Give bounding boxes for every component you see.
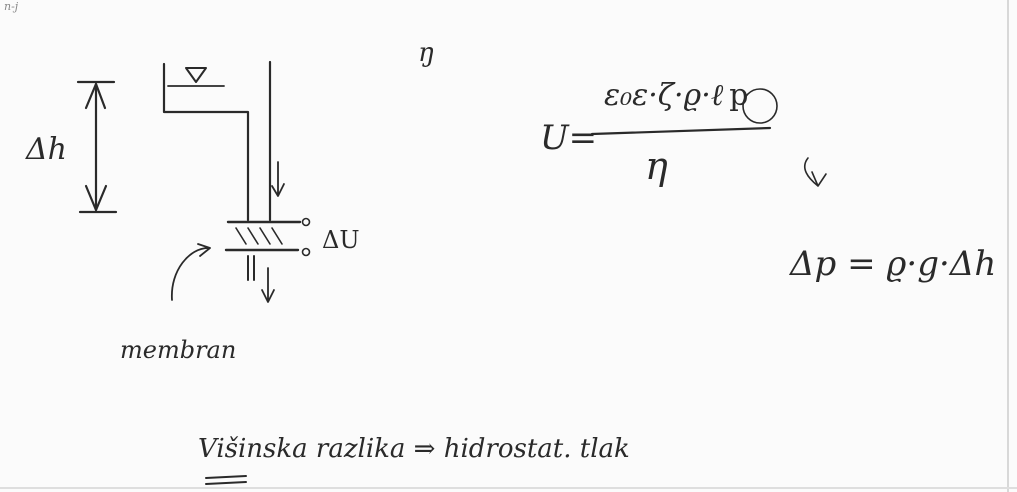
lower-terminal: [301, 247, 311, 257]
voltage-label: ΔU: [322, 226, 360, 254]
numerator-circled-term: p: [729, 78, 749, 113]
height-dimension: [76, 80, 118, 214]
reservoir-left-wall: [162, 62, 250, 222]
fraction-bar: [590, 126, 772, 136]
formula-denominator: η: [645, 144, 668, 188]
flow-arrow-upper: [271, 161, 285, 197]
down-arrowhead: [84, 184, 108, 212]
reservoir: [162, 60, 285, 222]
flow-arrow-lower: [261, 267, 275, 303]
formula-lhs: U=: [540, 118, 598, 158]
derivation-arrow: [803, 157, 827, 187]
up-arrowhead: [84, 82, 107, 110]
corner-mark: n-j: [4, 0, 19, 13]
upper-terminal: [301, 217, 311, 227]
caption-double-underline: [205, 475, 247, 485]
membrane-cell: [224, 217, 311, 303]
caption: Višinska razlika ⇒ hidrostat. tlak: [198, 434, 630, 464]
water-level-triangle: [185, 67, 207, 83]
membrane-label: membran: [120, 336, 237, 364]
membrane-pointer: [171, 243, 211, 301]
top-note: ŋ: [418, 38, 435, 68]
height-difference-label: Δh: [26, 132, 67, 167]
numerator-terms: ε₀ε·ζ·ϱ·ℓ: [604, 78, 724, 113]
membrane-hatching: [235, 227, 283, 245]
pressure-equation: Δp = ϱ·g·Δh: [790, 244, 997, 284]
circle-around-p: [742, 88, 778, 124]
